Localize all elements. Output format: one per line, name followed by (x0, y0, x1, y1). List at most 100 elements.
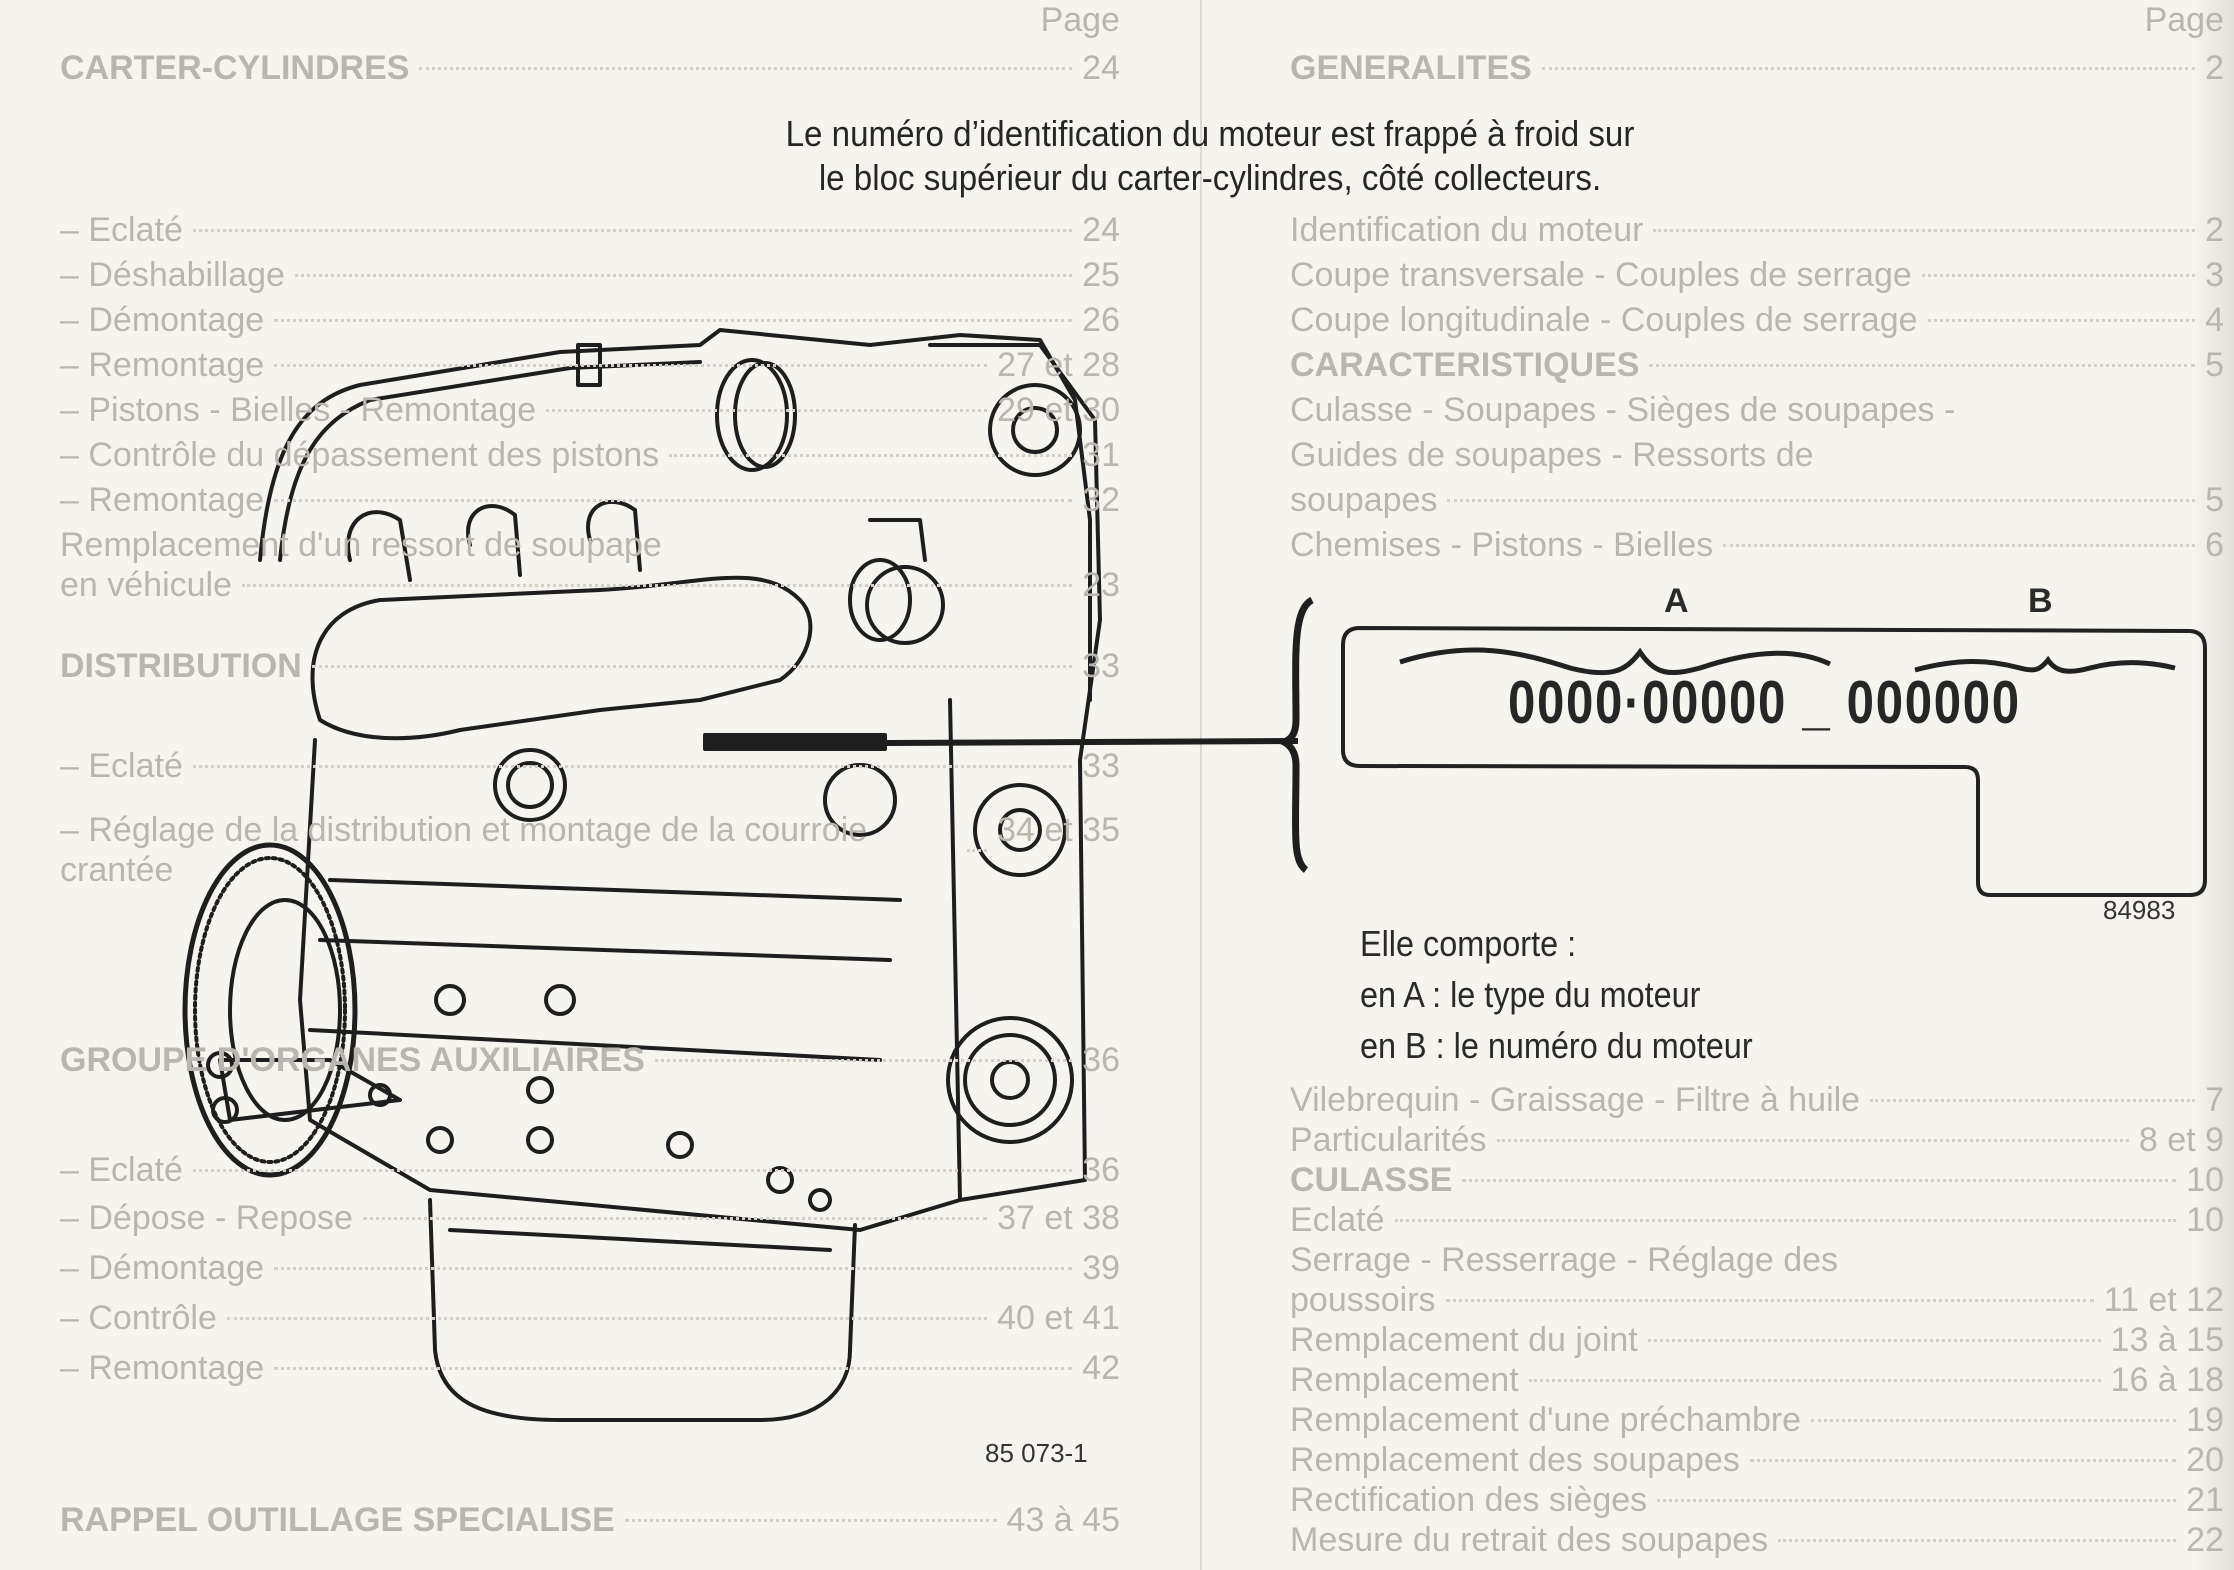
heading: Le numéro d’identification du moteur est… (612, 112, 1808, 200)
bleed-through-page: 33 (1082, 747, 1120, 785)
dot-leader (1528, 1378, 2101, 1382)
bleed-through-page: 36 (1082, 1041, 1120, 1079)
bleed-through-row: – Remontage 32 (60, 480, 1120, 520)
dot-leader (546, 408, 988, 412)
bleed-through-title: Remplacement des soupapes (1290, 1441, 1740, 1479)
bleed-through-page: 25 (1082, 256, 1120, 294)
bleed-through-title: CULASSE (1290, 1161, 1453, 1199)
bleed-through-page: 39 (1082, 1249, 1120, 1287)
bleed-through-title: Guides de soupapes - Ressorts de (1290, 436, 1814, 474)
bleed-through-page: 10 (2186, 1201, 2224, 1239)
bleed-through-page: 5 (2205, 346, 2224, 384)
dot-leader (192, 764, 1073, 768)
dot-leader (1649, 363, 2196, 367)
bleed-through-title: Coupe longitudinale - Couples de serrage (1290, 301, 1918, 339)
plate-label-b: B (2028, 582, 2053, 620)
bleed-through-page: 29 et 30 (997, 391, 1120, 429)
bleed-through-page: 43 à 45 (1006, 1501, 1120, 1539)
dot-leader (1723, 543, 2196, 547)
description: Elle comporte : en A : le type du moteur… (1360, 918, 1864, 1071)
dot-leader (226, 1316, 988, 1320)
bleed-through-page: 36 (1082, 1151, 1120, 1189)
page-fold (1200, 0, 1202, 1570)
description-intro: Elle comporte : (1360, 923, 1577, 964)
brace-a (1399, 647, 1832, 676)
bleed-through-title: Vilebrequin - Graissage - Filtre à huile (1290, 1081, 1861, 1119)
page-edge-shadow (2194, 0, 2234, 1570)
dot-leader (274, 318, 1073, 322)
bleed-through-title: Particularités (1290, 1121, 1487, 1159)
bleed-through-row: Remplacement d'un ressort de soupape (60, 525, 1120, 565)
bleed-through-page: 22 (2186, 1521, 2224, 1559)
dot-leader (1541, 66, 2196, 70)
figure-reference-plate: 84983 (2103, 895, 2176, 925)
bleed-through-page: 33 (1082, 647, 1120, 685)
engine-serial-digits: 000000 (1846, 669, 2021, 736)
dot-leader (1653, 228, 2196, 232)
bleed-through-row: Vilebrequin - Graissage - Filtre à huile… (1290, 1080, 2224, 1120)
bleed-through-title: Remplacement d'un ressort de soupape (60, 526, 662, 564)
bleed-through-page: 5 (2205, 481, 2224, 519)
bleed-through-page: 2 (2205, 211, 2224, 249)
bleed-through-page: 3 (2205, 256, 2224, 294)
plate-label-a: A (1664, 582, 1689, 620)
heading-line-2: le bloc supérieur du carter-cylindres, c… (818, 157, 1602, 198)
bleed-through-page: 21 (2186, 1481, 2224, 1519)
dot-leader (274, 498, 1073, 502)
dot-leader (1462, 1178, 2177, 1182)
bleed-through-page: 19 (2186, 1401, 2224, 1439)
dot-leader (1447, 498, 2196, 502)
description-line-b: en B : le numéro du moteur (1360, 1025, 1753, 1066)
bleed-through-title: – Démontage (60, 301, 265, 339)
dot-leader (274, 1366, 1073, 1370)
bleed-through-title: – Réglage de la distribution et montage … (60, 811, 868, 889)
dot-leader (1778, 1538, 2177, 1542)
bleed-through-page: 42 (1082, 1349, 1120, 1387)
dot-leader (1657, 1498, 2177, 1502)
bleed-through-page: 2 (2205, 49, 2224, 87)
dot-leader (294, 273, 1073, 277)
bleed-through-row: DISTRIBUTION 33 (60, 646, 1120, 686)
engine-drawing (182, 328, 1102, 1422)
bleed-through-page: Page (2144, 1, 2224, 39)
bleed-through-row: Page (60, 0, 1120, 40)
bleed-through-title: – Remontage (60, 346, 265, 384)
bleed-through-row: Coupe longitudinale - Couples de serrage… (1290, 300, 2224, 340)
bleed-through-title: – Contrôle du dépassement des pistons (60, 436, 660, 474)
bleed-through-title: – Remontage (60, 481, 265, 519)
dot-leader (1749, 1458, 2177, 1462)
leader-line (884, 738, 1299, 746)
bleed-through-page: 20 (2186, 1441, 2224, 1479)
description-line-a: en A : le type du moteur (1360, 974, 1701, 1015)
dot-leader (274, 363, 988, 367)
dot-leader (242, 583, 1073, 587)
bleed-through-title: DISTRIBUTION (60, 647, 302, 685)
dot-leader (1870, 1098, 2196, 1102)
dot-leader (1811, 1418, 2177, 1422)
dot-leader (967, 848, 988, 852)
heading-line-1: Le numéro d’identification du moteur est… (785, 113, 1635, 154)
dot-leader (192, 1168, 1073, 1172)
bleed-through-title: en véhicule (60, 566, 233, 604)
bleed-through-title: Remplacement d'une préchambre (1290, 1401, 1802, 1439)
bleed-through-row: – Réglage de la distribution et montage … (60, 810, 1120, 890)
bleed-through-page: 32 (1082, 481, 1120, 519)
